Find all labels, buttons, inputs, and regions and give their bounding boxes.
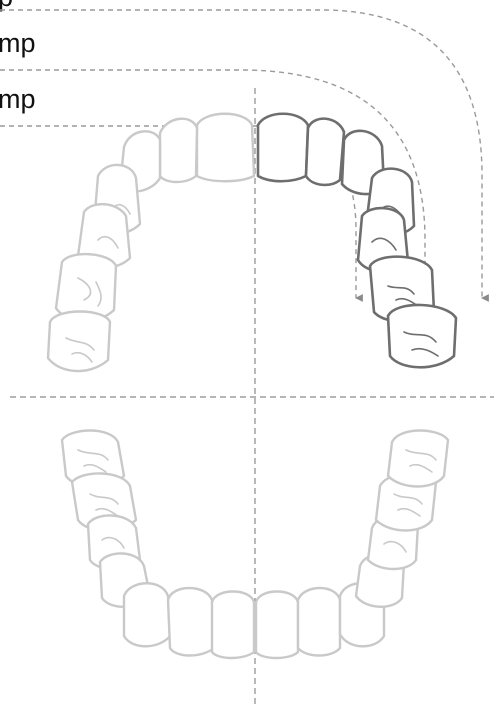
tooth-upper-right-central	[258, 114, 308, 182]
tooth-lower-right-molar-2	[388, 431, 448, 487]
tooth-lower-left-canine	[124, 583, 172, 646]
tooth-lower-left-central	[212, 592, 254, 659]
tooth-upper-right-lateral	[306, 119, 344, 185]
tooth-upper-left-lateral	[160, 119, 197, 182]
label-row-2: mp	[0, 84, 36, 114]
tooth-upper-right-molar-2	[388, 305, 456, 367]
upper-right-teeth	[258, 114, 456, 368]
tooth-upper-left-central	[197, 114, 254, 182]
tooth-lower-right-lateral	[298, 588, 340, 656]
tooth-lower-right-central	[256, 592, 298, 659]
lower-right-teeth	[256, 431, 448, 659]
tooth-lower-left-lateral	[168, 588, 214, 656]
upper-left-teeth	[48, 114, 254, 371]
tooth-upper-left-molar-1	[56, 254, 116, 320]
label-row-1: mp	[0, 28, 36, 58]
lower-left-teeth	[62, 431, 254, 659]
